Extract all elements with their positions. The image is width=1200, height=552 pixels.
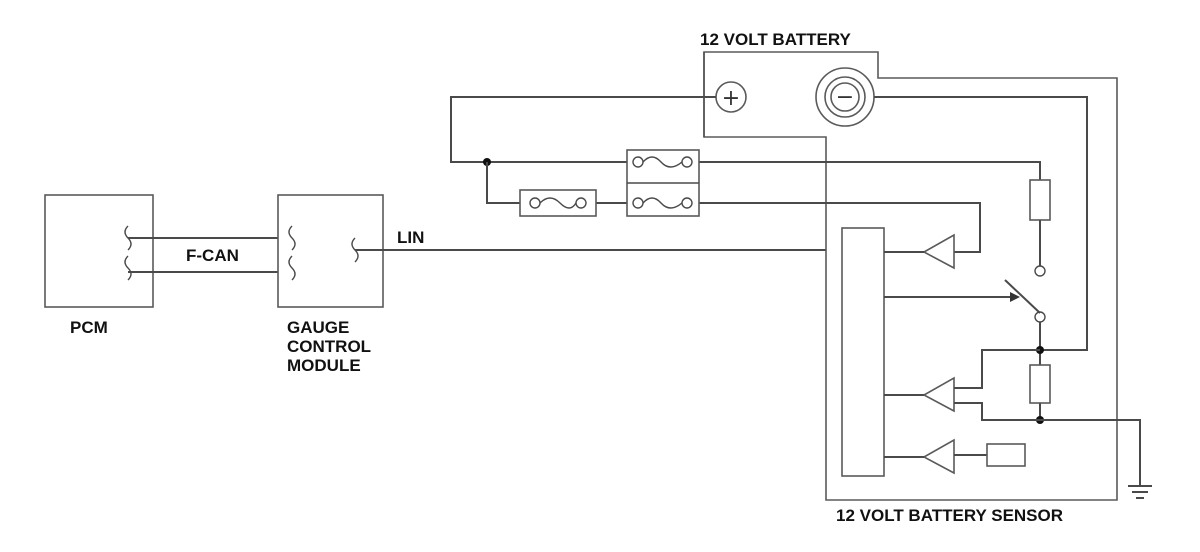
gcm-can-high-connector [288, 225, 296, 251]
battery-label: 12 VOLT BATTERY [700, 30, 851, 49]
ground-wire [1040, 419, 1141, 485]
battery-sensor-enclosure [703, 51, 1118, 501]
positive-wiring [450, 96, 1041, 253]
fuse-single [519, 189, 597, 217]
negative-terminal-inner [830, 82, 860, 112]
sensor-internals: 12 VOLT BATTERY SENSOR [836, 96, 1152, 525]
pcm-module: PCM [44, 194, 154, 337]
sensor-ic [841, 227, 885, 477]
temperature-sensor [986, 443, 1026, 467]
f-can-bus: F-CAN [128, 237, 292, 273]
f-can-label: F-CAN [186, 246, 239, 265]
amplifier-1 [922, 233, 955, 270]
negative-wire [874, 96, 1088, 351]
lin-label: LIN [397, 228, 424, 247]
positive-symbol: + [722, 86, 740, 111]
gauge-label-line3: MODULE [287, 356, 361, 375]
positive-main-wire [450, 96, 1041, 180]
amp-supply-wire [699, 202, 981, 253]
ground-icon [1128, 485, 1152, 499]
switch-blade [1004, 279, 1041, 314]
shunt-resistor [1029, 364, 1051, 404]
pcm-can-low-connector [124, 255, 132, 281]
gauge-label-line1: GAUGE [287, 318, 349, 337]
amplifier-3 [922, 438, 955, 475]
gauge-label-line2: CONTROL [287, 337, 371, 356]
sensor-label: 12 VOLT BATTERY SENSOR [836, 506, 1063, 525]
lin-bus: LIN [355, 228, 842, 251]
battery: 12 VOLT BATTERY + − [700, 30, 1118, 501]
fuse-branch-wire [486, 162, 520, 204]
resistor-1 [1029, 179, 1051, 221]
negative-symbol: − [836, 85, 854, 110]
gauge-control-module: GAUGE CONTROL MODULE [277, 194, 384, 375]
gcm-can-low-connector [288, 255, 296, 281]
pcm-label: PCM [70, 318, 108, 337]
fuse-double [626, 149, 700, 217]
amplifier-2 [922, 376, 955, 413]
